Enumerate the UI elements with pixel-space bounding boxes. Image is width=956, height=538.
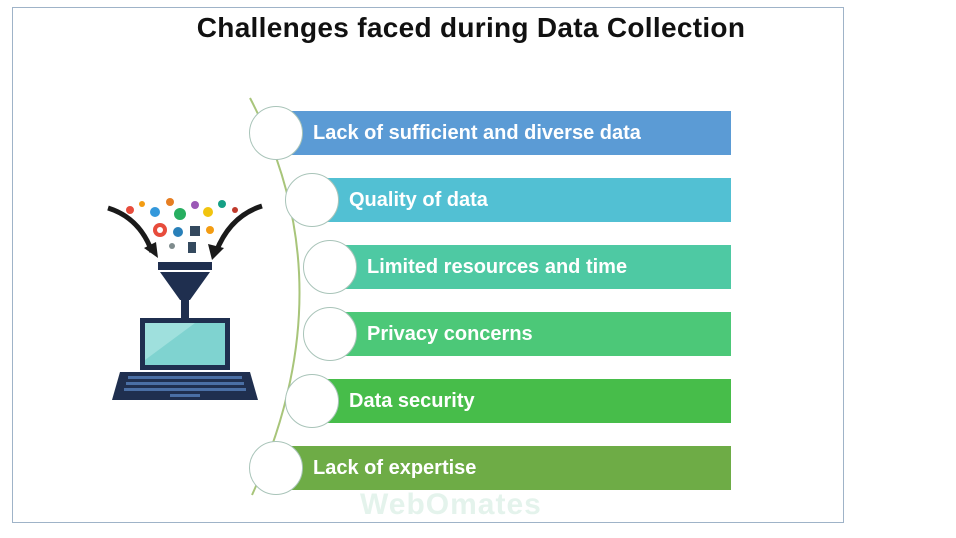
challenge-bar: Quality of data bbox=[313, 178, 731, 222]
page-title: Challenges faced during Data Collection bbox=[196, 12, 746, 43]
challenge-bar: Privacy concerns bbox=[331, 312, 731, 356]
challenge-bullet bbox=[285, 374, 339, 428]
challenge-label: Data security bbox=[349, 389, 475, 412]
challenge-bullet bbox=[285, 173, 339, 227]
challenge-item-5: Data security bbox=[285, 374, 731, 428]
challenge-bar: Lack of sufficient and diverse data bbox=[277, 111, 731, 155]
app-icons-cluster bbox=[126, 198, 238, 253]
challenge-label: Lack of sufficient and diverse data bbox=[313, 121, 641, 144]
challenge-label: Limited resources and time bbox=[367, 255, 628, 278]
challenge-label: Quality of data bbox=[349, 188, 488, 211]
challenge-item-6: Lack of expertise bbox=[249, 441, 731, 495]
challenge-bullet bbox=[303, 307, 357, 361]
challenge-item-4: Privacy concerns bbox=[303, 307, 731, 361]
watermark-logo: WebOmates bbox=[360, 488, 542, 521]
challenge-item-2: Quality of data bbox=[285, 173, 731, 227]
challenge-item-1: Lack of sufficient and diverse data bbox=[249, 106, 731, 160]
challenge-item-3: Limited resources and time bbox=[303, 240, 731, 294]
challenge-bullet bbox=[249, 441, 303, 495]
challenge-bullet bbox=[249, 106, 303, 160]
challenge-label: Privacy concerns bbox=[367, 322, 533, 345]
challenge-bar: Limited resources and time bbox=[331, 245, 731, 289]
challenge-label: Lack of expertise bbox=[313, 456, 477, 479]
challenge-bullet bbox=[303, 240, 357, 294]
data-funnel-laptop-icon bbox=[107, 198, 263, 400]
challenge-bar: Data security bbox=[313, 379, 731, 423]
challenge-bar: Lack of expertise bbox=[277, 446, 731, 490]
